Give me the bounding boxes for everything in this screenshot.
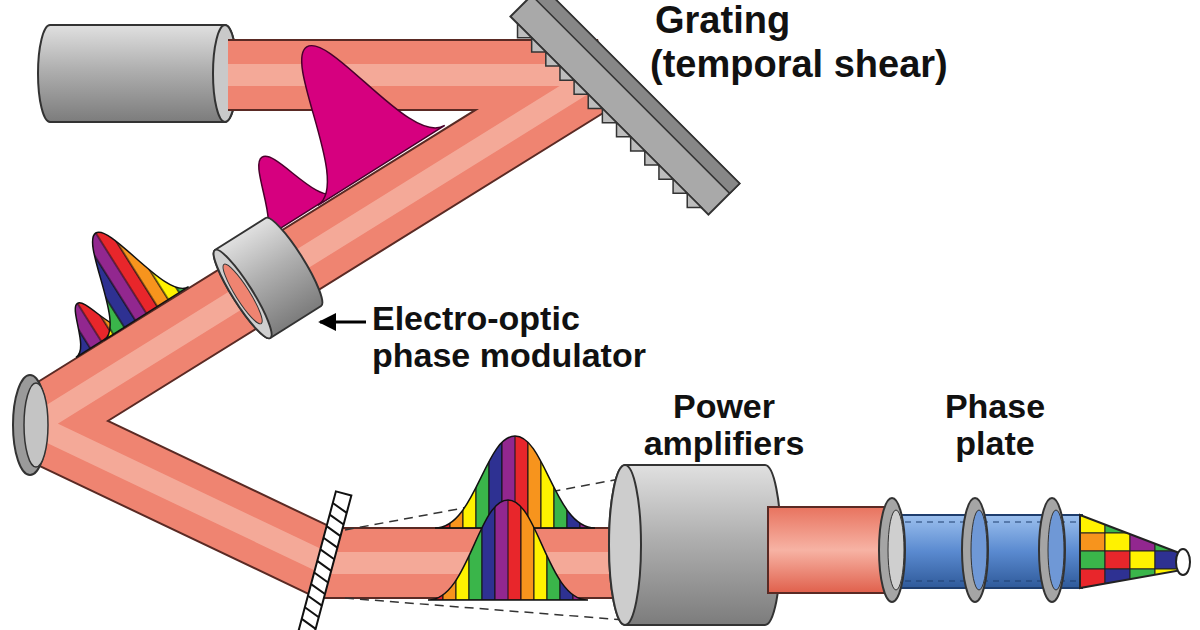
component-label: Electro-optic phase modulator <box>372 300 666 375</box>
leader-arrow <box>320 321 366 324</box>
oscillator-cylinder <box>38 25 237 122</box>
focal-spot <box>1176 549 1190 575</box>
component-label: Power amplifiers <box>632 388 816 463</box>
component-label: Phase plate <box>934 388 1056 463</box>
chirped-pulse <box>243 7 445 205</box>
turning-mirror <box>13 375 48 475</box>
spectral-pulse <box>428 500 588 600</box>
chirped-pulse <box>224 133 337 240</box>
phase-plate-assembly <box>879 498 1082 602</box>
amplified-beam <box>768 507 892 593</box>
dispersion-grating <box>299 491 352 630</box>
power-amplifier <box>609 465 781 625</box>
spectral-pulse <box>53 206 188 340</box>
phase-modulator <box>206 213 329 344</box>
focal-cone <box>1080 515 1182 588</box>
component-label: (temporal shear) <box>650 44 992 86</box>
focal-cone-outline <box>1080 515 1182 588</box>
component-label: Grating <box>655 0 845 42</box>
